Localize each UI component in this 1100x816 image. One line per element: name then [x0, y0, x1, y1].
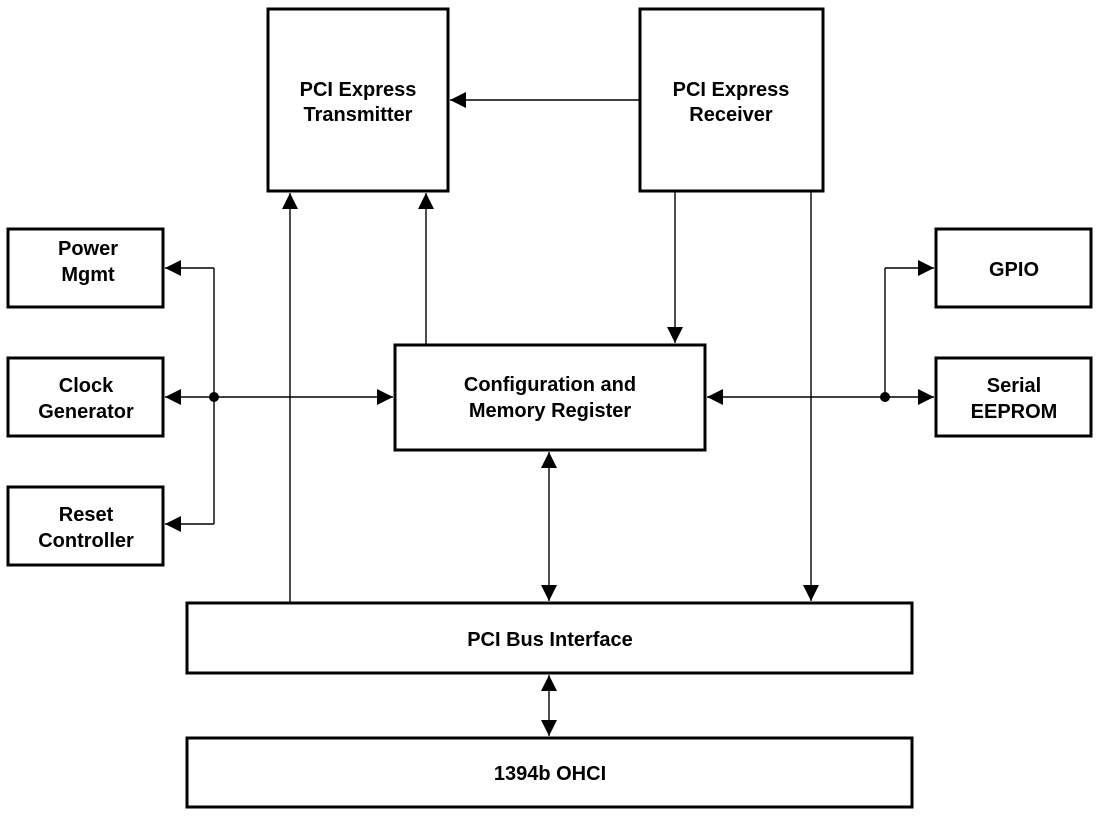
- right-junction-dot: [880, 392, 890, 402]
- pci-bus-interface-label: PCI Bus Interface: [467, 629, 633, 651]
- ohci-label: 1394b OHCI: [494, 763, 606, 785]
- gpio-label: GPIO: [989, 259, 1039, 281]
- reset-controller-block: Reset Controller: [6, 485, 165, 567]
- clock-generator-block: Clock Generator: [6, 356, 165, 438]
- serial-eeprom-block: Serial EEPROM: [934, 356, 1093, 438]
- serial-eeprom-label-line1: Serial: [987, 375, 1041, 397]
- pcie-transmitter-block: PCI Express Transmitter: [266, 7, 450, 193]
- pcie-transmitter-label-line1: PCI Express: [300, 79, 417, 101]
- pcie-receiver-label-line1: PCI Express: [673, 79, 790, 101]
- serial-eeprom-label-line2: EEPROM: [971, 401, 1058, 423]
- ohci-block: 1394b OHCI: [185, 736, 914, 809]
- pci-bus-interface-block: PCI Bus Interface: [185, 601, 914, 675]
- config-memory-label-line1: Configuration and: [464, 374, 636, 396]
- config-memory-register-block: Configuration and Memory Register: [393, 343, 707, 452]
- pcie-transmitter-label-line2: Transmitter: [304, 104, 413, 126]
- reset-controller-label-line1: Reset: [59, 504, 114, 526]
- pcie-receiver-label-line2: Receiver: [689, 104, 773, 126]
- left-junction-dot: [209, 392, 219, 402]
- power-mgmt-label-line1: Power: [58, 238, 118, 260]
- gpio-block: GPIO: [934, 227, 1093, 309]
- clock-generator-label-line2: Generator: [38, 401, 134, 423]
- reset-controller-label-line2: Controller: [38, 530, 134, 552]
- power-mgmt-label-line2: Mgmt: [61, 264, 115, 286]
- power-mgmt-block: Power Mgmt: [6, 227, 165, 309]
- clock-generator-label-line1: Clock: [59, 375, 114, 397]
- config-memory-label-line2: Memory Register: [469, 400, 631, 422]
- pcie-receiver-block: PCI Express Receiver: [638, 7, 825, 193]
